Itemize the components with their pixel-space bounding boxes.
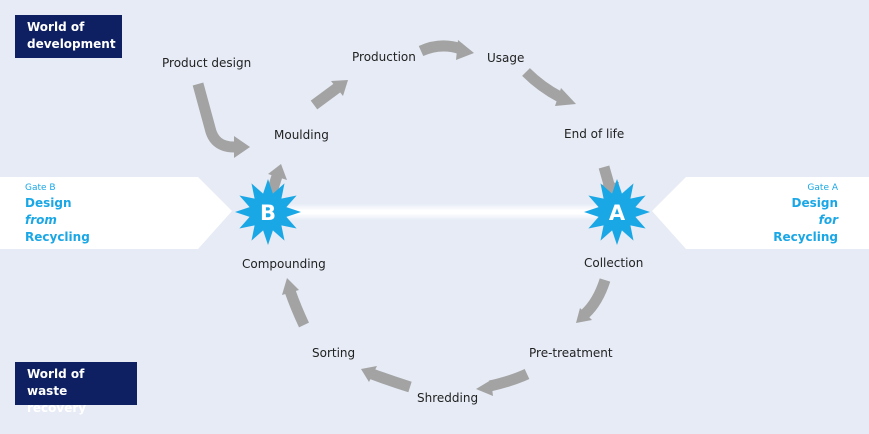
arrow-production-to-usage — [418, 40, 463, 57]
world-of-development-box: World of development — [15, 15, 122, 58]
step-end-of-life: End of life — [564, 127, 625, 141]
world-of-waste-recovery-box: World of waste recovery — [15, 362, 137, 415]
gate-b-line1: Design — [25, 196, 72, 210]
step-collection: Collection — [584, 256, 644, 270]
arrow-pre-treatment-to-shredding — [488, 368, 530, 392]
gate-b-star: B — [235, 179, 301, 245]
gate-b-label: Gate B Design from Recycling — [25, 183, 90, 246]
step-production: Production — [352, 50, 416, 64]
gate-a-line1: Design — [791, 196, 839, 210]
world-dev-line2: development — [27, 37, 116, 51]
gate-b-name: Gate B — [25, 183, 56, 193]
gate-b-line2: from — [25, 213, 57, 227]
step-shredding: Shredding — [417, 391, 479, 405]
step-product-design: Product design — [162, 56, 252, 70]
arrowhead-production — [331, 80, 348, 96]
world-dev-line1: World of — [27, 20, 85, 34]
arrow-moulding-to-production — [310, 83, 341, 110]
world-waste-line1: World of — [27, 367, 85, 381]
arrowhead-sorting — [361, 366, 377, 382]
arrow-product-design-to-moulding — [192, 82, 240, 153]
step-compounding: Compounding — [242, 257, 326, 271]
arrowhead-gate-b-to-moulding — [268, 164, 287, 180]
gate-a-letter: A — [609, 201, 626, 225]
gate-a-panel — [652, 177, 869, 249]
arrowhead-end-of-life — [555, 88, 576, 106]
gate-a-star: A — [584, 179, 650, 245]
arrowhead-compounding — [282, 278, 299, 295]
step-moulding: Moulding — [274, 128, 329, 142]
arrow-sorting-to-compounding — [284, 289, 309, 328]
gate-a-name: Gate A — [807, 183, 838, 193]
step-pre-treatment: Pre-treatment — [529, 346, 613, 360]
arrowhead-shredding — [476, 380, 493, 396]
step-sorting: Sorting — [312, 346, 356, 360]
arrowhead-pre-treatment — [576, 308, 592, 323]
gate-b-letter: B — [260, 201, 276, 225]
arrowhead-moulding — [234, 136, 250, 158]
arrow-collection-to-pre-treatment — [581, 278, 611, 319]
arrow-shredding-to-sorting — [370, 368, 412, 393]
step-usage: Usage — [487, 51, 525, 65]
world-waste-line2: waste recovery — [27, 384, 87, 415]
gate-b-line3: Recycling — [25, 230, 90, 244]
gate-a-line2: for — [818, 213, 838, 227]
arrow-usage-to-end-of-life — [522, 68, 563, 102]
gate-b-panel — [0, 177, 232, 249]
gate-a-label: Gate A Design for Recycling — [773, 183, 838, 246]
gate-a-line3: Recycling — [773, 230, 838, 244]
arrowhead-usage — [456, 40, 474, 60]
